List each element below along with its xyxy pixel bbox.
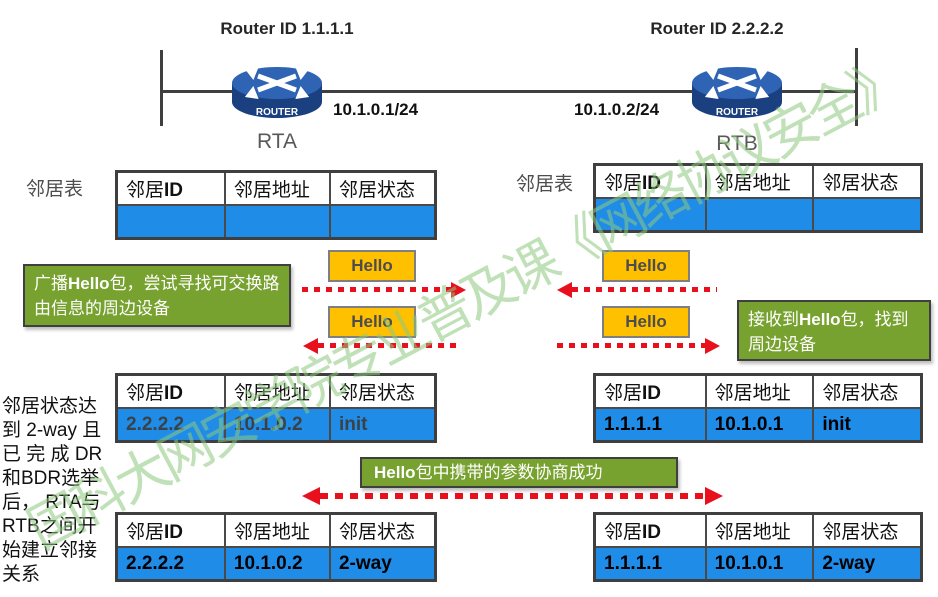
rta-neighbor-table-empty: 邻居ID 邻居地址 邻居状态 xyxy=(115,170,437,240)
two-way-commentary: 邻居状态达 到 2-way 且 已 完 成 DR 和BDR选举 后， RTA与 … xyxy=(2,396,103,585)
header-neighbor-address: 邻居地址 xyxy=(704,373,815,409)
hello-packet-rta-2: Hello xyxy=(328,306,416,338)
cell-neighbor-state: init xyxy=(812,407,923,443)
hello-arrow-rta-left-head xyxy=(303,338,318,354)
segment-end-bar-right xyxy=(855,48,858,126)
cell-neighbor-id xyxy=(593,197,707,233)
hello-packet-rtb-1: Hello xyxy=(602,250,690,282)
cell-neighbor-address: 10.1.0.2 xyxy=(223,407,331,443)
router-id-label-rtb: Router ID 2.2.2.2 xyxy=(650,19,784,38)
cell-neighbor-address xyxy=(704,197,815,233)
cell-neighbor-state: 2-way xyxy=(328,546,437,582)
hello-packet-rta-1: Hello xyxy=(328,250,416,282)
header-neighbor-id: 邻居ID xyxy=(593,512,707,548)
cell-neighbor-id: 1.1.1.1 xyxy=(593,407,707,443)
header-neighbor-id: 邻居ID xyxy=(593,163,707,199)
hello-arrow-rtb-right-dash xyxy=(557,343,705,348)
cell-neighbor-address: 10.1.0.1 xyxy=(704,407,815,443)
rtb-neighbor-table-init: 邻居ID 邻居地址 邻居状态 1.1.1.1 10.1.0.1 init xyxy=(593,373,923,443)
cell-neighbor-id: 2.2.2.2 xyxy=(115,407,226,443)
cell-neighbor-state: 2-way xyxy=(812,546,923,582)
interface-ip-rtb: 10.1.0.2/24 xyxy=(574,100,660,119)
hello-arrow-rta-right-dash xyxy=(302,287,451,292)
note-parameters-negotiated: Hello包中携带的参数协商成功 xyxy=(360,457,678,488)
router-icon-rtb: ROUTER xyxy=(692,67,782,118)
cell-neighbor-address: 10.1.0.2 xyxy=(223,546,331,582)
rtb-neighbor-table-empty: 邻居ID 邻居地址 邻居状态 xyxy=(593,163,923,233)
header-neighbor-state: 邻居状态 xyxy=(812,163,923,199)
header-neighbor-id: 邻居ID xyxy=(115,512,226,548)
router-icon-rta: ROUTER xyxy=(232,67,322,118)
neighbor-table-label-right: 邻居表 xyxy=(516,174,574,195)
neighbor-table-label-left: 邻居表 xyxy=(26,179,84,200)
note-receive-hello: 接收到Hello包，找到周边设备 xyxy=(737,300,931,361)
hello-arrow-rtb-right-head xyxy=(705,338,720,354)
router-name-rtb: RTB xyxy=(716,132,758,155)
header-neighbor-state: 邻居状态 xyxy=(328,373,437,409)
cell-neighbor-address: 10.1.0.1 xyxy=(704,546,815,582)
router-icon-text-rtb: ROUTER xyxy=(716,107,759,118)
hello-arrow-rtb-left-head xyxy=(557,282,572,298)
cell-neighbor-id: 1.1.1.1 xyxy=(593,546,707,582)
header-neighbor-state: 邻居状态 xyxy=(328,512,437,548)
segment-end-bar-left xyxy=(160,50,163,126)
ethernet-segment-line xyxy=(161,90,858,93)
cell-neighbor-state xyxy=(812,197,923,233)
note-broadcast-hello: 广播Hello包，尝试寻找可交换路由信息的周边设备 xyxy=(23,264,291,327)
router-icon-text-rta: ROUTER xyxy=(256,107,299,118)
header-neighbor-state: 邻居状态 xyxy=(328,170,437,206)
header-neighbor-address: 邻居地址 xyxy=(704,512,815,548)
hello-arrow-rta-left-dash xyxy=(318,343,462,348)
router-name-rta: RTA xyxy=(256,130,298,153)
hello-arrow-rta-right-head xyxy=(451,282,466,298)
cell-neighbor-state: init xyxy=(328,407,437,443)
cell-neighbor-state xyxy=(328,204,437,240)
header-neighbor-state: 邻居状态 xyxy=(812,512,923,548)
header-neighbor-id: 邻居ID xyxy=(593,373,707,409)
cell-neighbor-id: 2.2.2.2 xyxy=(115,546,226,582)
header-neighbor-id: 邻居ID xyxy=(115,170,226,206)
header-neighbor-address: 邻居地址 xyxy=(223,512,331,548)
header-neighbor-address: 邻居地址 xyxy=(223,373,331,409)
header-neighbor-id: 邻居ID xyxy=(115,373,226,409)
header-neighbor-address: 邻居地址 xyxy=(223,170,331,206)
rtb-neighbor-table-2way: 邻居ID 邻居地址 邻居状态 1.1.1.1 10.1.0.1 2-way xyxy=(593,512,923,582)
negotiation-arrow-dash xyxy=(320,493,705,499)
hello-arrow-rtb-left-dash xyxy=(572,287,717,292)
rta-neighbor-table-2way: 邻居ID 邻居地址 邻居状态 2.2.2.2 10.1.0.2 2-way xyxy=(115,512,437,582)
negotiation-arrow-right-head xyxy=(705,487,723,505)
interface-ip-rta: 10.1.0.1/24 xyxy=(333,100,419,119)
hello-packet-rtb-2: Hello xyxy=(602,306,690,338)
header-neighbor-state: 邻居状态 xyxy=(812,373,923,409)
rta-neighbor-table-init: 邻居ID 邻居地址 邻居状态 2.2.2.2 10.1.0.2 init xyxy=(115,373,437,443)
negotiation-arrow-left-head xyxy=(302,487,320,505)
cell-neighbor-address xyxy=(223,204,331,240)
router-id-label-rta: Router ID 1.1.1.1 xyxy=(220,19,354,38)
cell-neighbor-id xyxy=(115,204,226,240)
header-neighbor-address: 邻居地址 xyxy=(704,163,815,199)
